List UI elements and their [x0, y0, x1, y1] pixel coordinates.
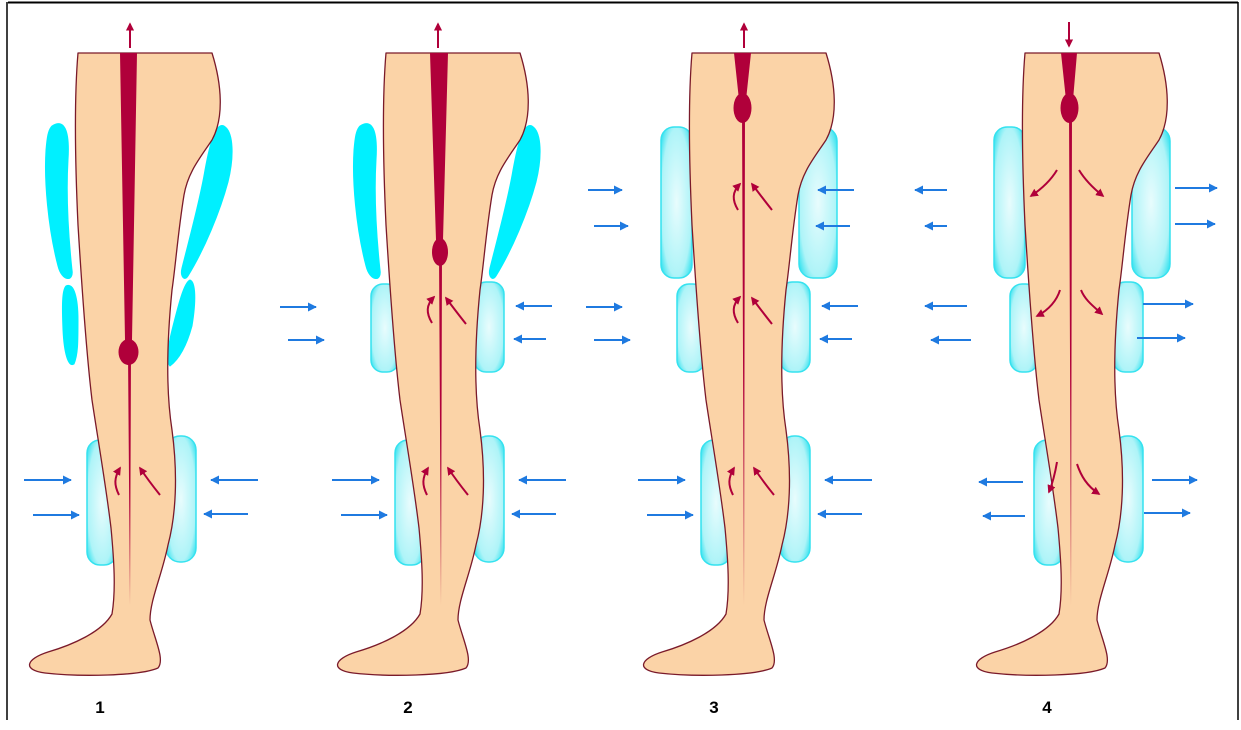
stage-panels: 1 2 3 4	[24, 22, 1217, 717]
stage-panel-4: 4	[915, 22, 1217, 717]
stage-panel-2: 2	[280, 24, 566, 717]
thigh-cuff-left	[354, 124, 381, 279]
thigh-cuff-left	[994, 127, 1025, 278]
stage-number-label: 1	[95, 698, 104, 717]
stage-panel-3: 3	[586, 24, 872, 717]
blood-bolus	[119, 339, 139, 365]
blood-bolus	[734, 93, 752, 123]
stage-number-label: 2	[403, 698, 412, 717]
knee-cuff-left	[62, 285, 78, 364]
stage-number-label: 3	[709, 698, 718, 717]
stage-panel-1: 1	[24, 24, 258, 717]
blood-bolus	[1061, 93, 1079, 123]
thigh-cuff-left	[661, 127, 692, 278]
stage-number-label: 4	[1042, 698, 1052, 717]
blood-bolus	[432, 238, 448, 266]
thigh-cuff-left	[46, 124, 73, 279]
